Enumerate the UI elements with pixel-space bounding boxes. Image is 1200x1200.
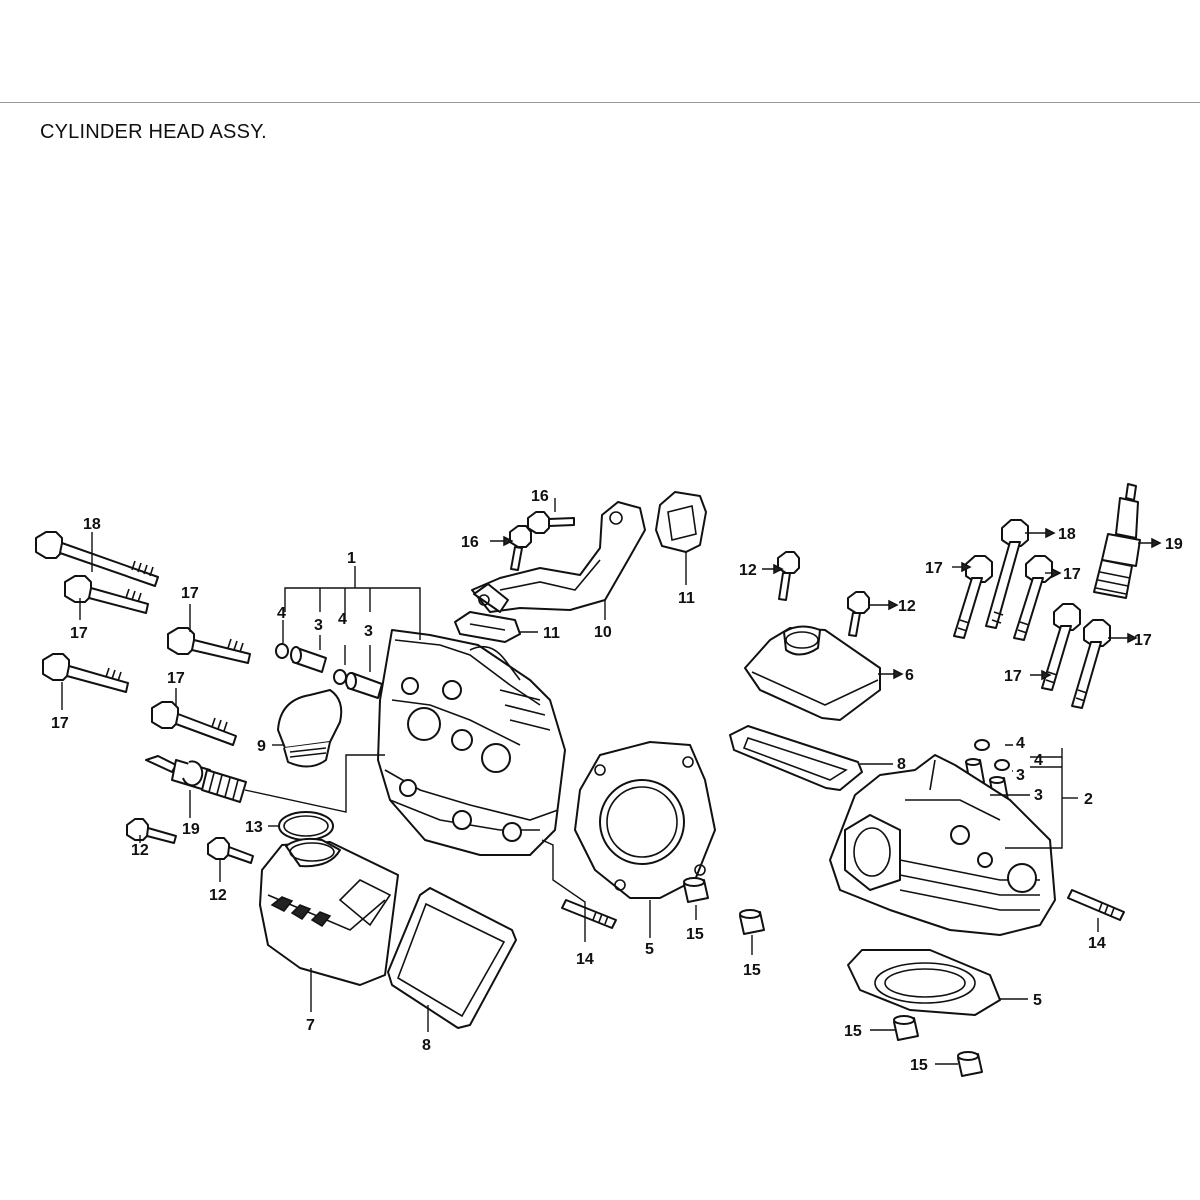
bolt-12-right-b	[847, 591, 870, 637]
callout-17: 17	[181, 585, 199, 602]
callout-3: 3	[314, 617, 323, 634]
callout-3: 3	[364, 623, 373, 640]
callout-labels-extra: 17	[1134, 632, 1152, 649]
o-ring-13	[278, 811, 334, 841]
callout-1: 1	[347, 550, 356, 567]
manifold-pipe-10	[471, 501, 646, 613]
rocker-cover-7	[259, 837, 399, 986]
top-divider	[0, 102, 1200, 103]
cylinder-head-1	[377, 629, 566, 856]
rocker-gasket-8-right	[729, 725, 863, 791]
callout-5: 5	[1033, 992, 1042, 1009]
bolt-17-mid-a	[167, 627, 251, 664]
callout-14: 14	[576, 951, 594, 968]
callout-4: 4	[1016, 735, 1025, 752]
callout-6: 6	[905, 667, 914, 684]
dowel-pin-15-d	[957, 1051, 983, 1077]
callout-15: 15	[844, 1023, 862, 1040]
callout-17: 17	[925, 560, 943, 577]
callout-2: 2	[1084, 791, 1093, 808]
callout-12: 12	[739, 562, 757, 579]
stud-14-right	[1067, 889, 1125, 921]
leader-lines	[61, 498, 1162, 1065]
bolt-16-b	[509, 525, 532, 571]
stud-14-center	[561, 899, 617, 929]
callout-17: 17	[1134, 632, 1152, 649]
bolt-18-right	[985, 519, 1029, 629]
flange-gasket-11-mid	[454, 611, 521, 643]
callout-15: 15	[686, 926, 704, 943]
head-gasket-5-center	[574, 741, 716, 899]
spark-plug-left	[145, 755, 247, 803]
callout-18: 18	[1058, 526, 1076, 543]
callout-12: 12	[898, 598, 916, 615]
callout-11: 11	[543, 625, 560, 642]
callout-19: 19	[182, 821, 200, 838]
dowel-pin-15-a	[683, 877, 709, 903]
callout-17: 17	[1004, 668, 1022, 685]
callout-8: 8	[422, 1037, 431, 1054]
callout-13: 13	[245, 819, 263, 836]
bolt-17-left-a	[64, 575, 149, 614]
callout-7: 7	[306, 1017, 315, 1034]
callout-16: 16	[461, 534, 479, 551]
callout-19: 19	[1165, 536, 1183, 553]
callout-17: 17	[51, 715, 69, 732]
callout-15: 15	[743, 962, 761, 979]
bolt-17-mid-b	[151, 701, 237, 746]
spark-plug-right	[1093, 483, 1141, 599]
page-title: CYLINDER HEAD ASSY.	[40, 121, 267, 143]
callout-17: 17	[70, 625, 88, 642]
flange-gasket-11-top	[655, 491, 707, 553]
callout-9: 9	[257, 738, 266, 755]
bolt-17-right-a	[953, 555, 993, 639]
callout-12: 12	[131, 842, 149, 859]
callout-4: 4	[277, 605, 286, 622]
valve-parts-left	[275, 643, 383, 699]
callout-3: 3	[1034, 787, 1043, 804]
callout-17: 17	[167, 670, 185, 687]
head-gasket-5-right	[847, 949, 1001, 1016]
stud-12-left-a	[126, 818, 177, 844]
bolt-17-right-b	[1013, 555, 1053, 641]
rocker-gasket-8-left	[387, 887, 517, 1029]
dowel-pin-15-b	[739, 909, 765, 935]
callout-10: 10	[594, 624, 612, 641]
callout-5: 5	[645, 941, 654, 958]
bolt-18-left	[35, 531, 159, 587]
callout-15: 15	[910, 1057, 928, 1074]
callout-18: 18	[83, 516, 101, 533]
dowel-pin-15-c	[893, 1015, 919, 1041]
callout-4: 4	[338, 611, 347, 628]
bolt-17-right-d	[1071, 619, 1111, 709]
callout-4: 4	[1034, 752, 1043, 769]
cylinder-head-2	[829, 754, 1056, 936]
bolt-12-right-a	[777, 551, 800, 601]
callout-14: 14	[1088, 935, 1106, 952]
stud-12-left-b	[207, 837, 254, 864]
callout-8: 8	[897, 756, 906, 773]
callout-11: 11	[678, 590, 695, 607]
callout-labels: 1 2 3 3 3 3 4 4 4 4 5 5 6 7 8 8 9 10 11 …	[51, 488, 1183, 1074]
bolt-17-left-b	[42, 653, 129, 693]
bolt-16-a	[527, 511, 575, 534]
callout-3: 3	[1016, 767, 1025, 784]
bolt-17-right-c	[1041, 603, 1081, 691]
callout-17: 17	[1063, 566, 1081, 583]
callout-16: 16	[531, 488, 549, 505]
rocker-cover-6	[744, 625, 881, 721]
callout-12: 12	[209, 887, 227, 904]
oil-filler-cap	[277, 689, 343, 768]
